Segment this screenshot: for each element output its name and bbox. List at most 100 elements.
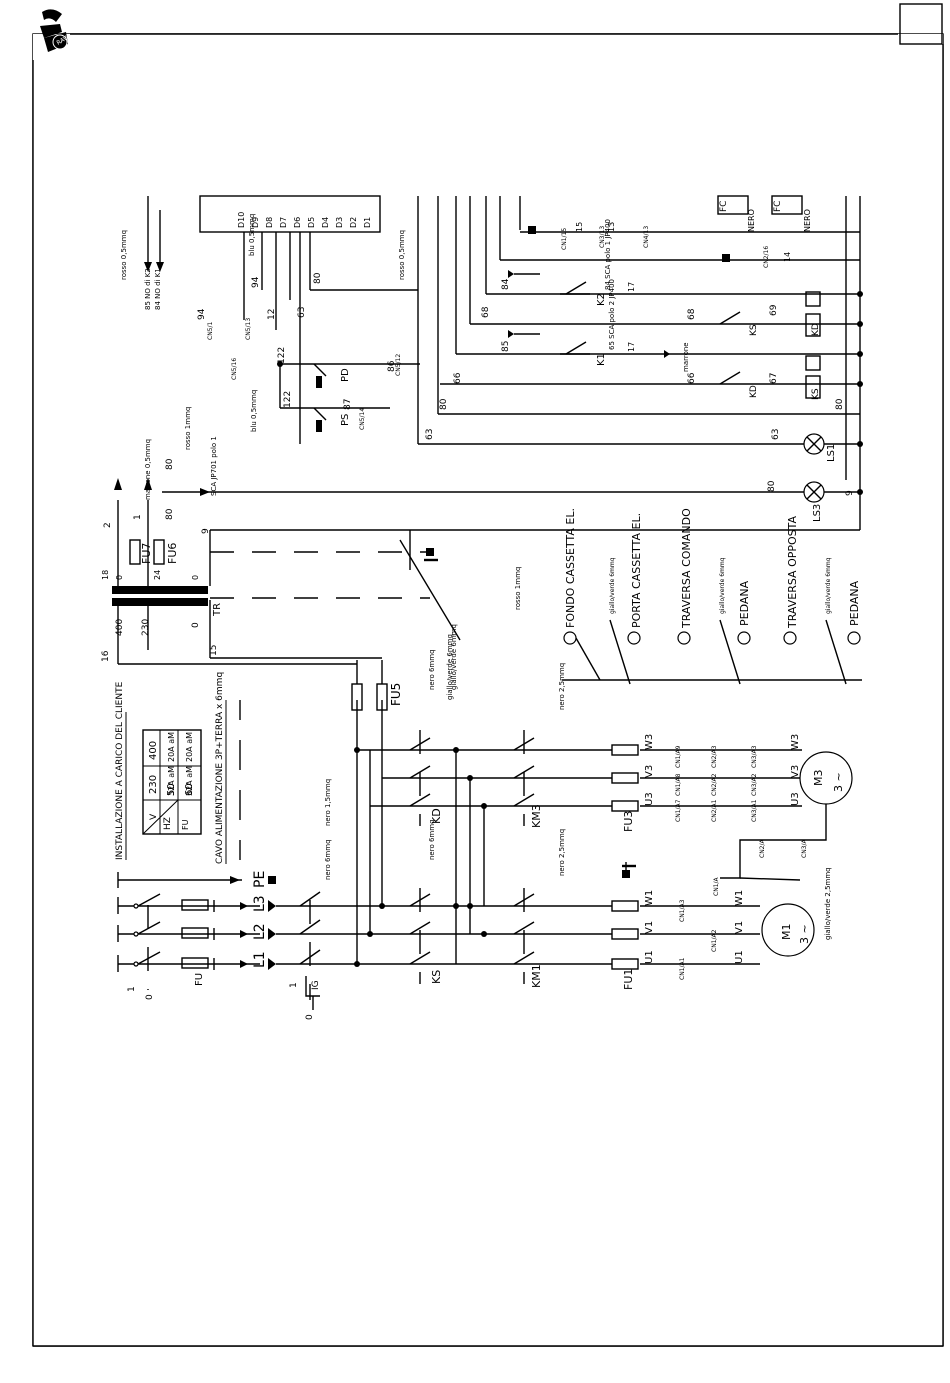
supply-cable-label: CAVO ALIMENTAZIONE 3P+TERRA x 6mmq bbox=[215, 672, 225, 864]
motor3-name: M3 bbox=[812, 770, 825, 787]
relay-k2: K2 bbox=[596, 293, 607, 306]
m1-cn-a2: CN1/A2 bbox=[711, 929, 718, 952]
ref-65-sca: 65 SCA polo 2 JP400 bbox=[608, 279, 616, 350]
table-fu-32a-1: 32A aM bbox=[167, 766, 176, 796]
motor3-terminal-v3: V3 bbox=[644, 765, 655, 778]
earth-section: CN1/A CN2/A CN3/A giallo/verde 2,5mmq bbox=[622, 804, 832, 940]
wire-label-marrone: marrone 0,5mmq bbox=[144, 439, 152, 500]
table-v-230: 230 bbox=[148, 775, 159, 794]
wire-69: 69 bbox=[769, 304, 779, 316]
power-bus: nero 1,5mmq nero 6mmq nero 6mmq giallo/v… bbox=[118, 634, 454, 967]
isolator-pos-0: 0 bbox=[305, 1014, 315, 1020]
tr-primary-15: 15 bbox=[209, 645, 219, 656]
wire-17b: 17 bbox=[627, 342, 636, 352]
wire-80b: 80 bbox=[835, 398, 845, 410]
wire-94b: 94 bbox=[251, 276, 261, 288]
pe-terminal-icon bbox=[268, 876, 276, 884]
earth-points: FONDO CASSETTA EL. PORTA CASSETTA EL. TR… bbox=[562, 508, 862, 685]
phase-label-l2: L2 bbox=[252, 923, 268, 940]
nero-label-1: NERO bbox=[747, 209, 756, 232]
coil-ks: KS bbox=[811, 388, 821, 400]
tb-d6: D6 bbox=[293, 217, 302, 228]
wire-label-rosso-1-2: rosso 1mmq bbox=[184, 407, 192, 450]
tb-d4: D4 bbox=[321, 217, 330, 228]
tr-secondary-0b: 0 bbox=[191, 575, 200, 580]
wire-84: 84 bbox=[501, 278, 511, 290]
contactor-ks-kd: KD KS bbox=[406, 730, 540, 984]
wire-14: 14 bbox=[783, 252, 792, 262]
relay-k1: K1 bbox=[596, 353, 607, 366]
transformer-tr: 16 400 230 0 15 TR 18 0 24 0 FU7 FU6 2 1… bbox=[101, 439, 522, 690]
wire-label-nero-6-3: nero 6mmq bbox=[428, 819, 436, 860]
motor3-terminal-u3: U3 bbox=[644, 792, 655, 806]
tr-primary-400: 400 bbox=[115, 619, 125, 636]
motor-m1: CN1/A1 CN1/A2 CN1/A3 U1 V1 W1 M1 3 ~ bbox=[640, 890, 815, 980]
wire-80c: 80 bbox=[767, 480, 777, 492]
supply-fuse-label: FU bbox=[194, 973, 205, 986]
wire-94: 94 bbox=[197, 308, 207, 320]
earth-point-traversa-comando: TRAVERSA COMANDO bbox=[680, 508, 693, 629]
supply-section: 1 0 FU L1 L2 L3 PE IG 1 0 ner bbox=[117, 839, 540, 1020]
contactor-km3-label: KM3 bbox=[530, 804, 543, 828]
wire-80d: 80 bbox=[165, 458, 175, 470]
nero-label-2: NERO bbox=[803, 209, 812, 232]
table-v-header: V bbox=[149, 813, 159, 820]
phase-label-l3: L3 bbox=[252, 895, 268, 912]
wire-63c: 63 bbox=[297, 307, 307, 318]
wire-63b: 63 bbox=[771, 429, 781, 440]
tr-primary-16: 16 bbox=[101, 650, 111, 662]
wire-label-rosso-1: rosso 1mmq bbox=[514, 567, 522, 610]
wire-9b: 9 bbox=[201, 528, 211, 534]
table-fu-20a-1: 20A aM bbox=[167, 732, 176, 762]
wire-15: 15 bbox=[575, 222, 584, 232]
lamp-ls3-label: LS3 bbox=[812, 504, 823, 522]
m1-cn-a1: CN1/A1 bbox=[679, 957, 686, 980]
fc-label-1: FC bbox=[719, 201, 729, 212]
earth-cn3: CN3/A bbox=[801, 838, 808, 858]
limit-switch-2 bbox=[771, 195, 803, 215]
tb-d10: D10 bbox=[237, 212, 246, 228]
earth-point-traversa-opposta: TRAVERSA OPPOSTA bbox=[786, 516, 799, 629]
cn4-13: CN4/13 bbox=[643, 226, 650, 248]
tr-secondary-18: 18 bbox=[101, 570, 110, 580]
table-hz-60: 60 bbox=[184, 783, 195, 796]
wire-67: 67 bbox=[769, 373, 779, 384]
m3-cn3-a2: CN3/A2 bbox=[751, 773, 758, 796]
wire-80: 80 bbox=[439, 398, 449, 410]
motor-m1-icon bbox=[761, 903, 815, 957]
motor-m3: CN1/A7 CN1/A8 CN1/A9 CN2/A1 CN2/A2 CN2/A… bbox=[640, 734, 853, 822]
page-frame bbox=[32, 3, 944, 1347]
wire-13: 13 bbox=[607, 222, 616, 232]
m3-cn-a7: CN1/A7 bbox=[675, 799, 682, 822]
m1-label-u1: U1 bbox=[734, 950, 745, 964]
ref-85-no-k2: 85 NO di K2 bbox=[144, 268, 152, 310]
cn5-13: CN5/13 bbox=[245, 318, 252, 340]
fuse-fu7-label: FU7 bbox=[140, 543, 153, 564]
button-ps: PS bbox=[340, 414, 351, 426]
cn5-16: CN5/16 bbox=[231, 358, 238, 380]
motor3-terminal-w3: W3 bbox=[644, 734, 655, 750]
m3-cn3-a1: CN3/A1 bbox=[751, 799, 758, 822]
button-pd: PD bbox=[340, 368, 351, 382]
wire-12: 12 bbox=[267, 309, 277, 320]
motor1-phase: 3 ~ bbox=[798, 924, 811, 944]
page-number-box bbox=[899, 3, 943, 45]
m1-cn-a3: CN1/A3 bbox=[679, 899, 686, 922]
wire-66: 66 bbox=[453, 372, 463, 384]
motor1-terminal-v1: V1 bbox=[644, 921, 655, 934]
wire-label-rosso-05-2: rosso 0,5mmq bbox=[398, 230, 406, 280]
m3-cn2-a3: CN2/A3 bbox=[711, 745, 718, 768]
wire-label-nero-25-1: nero 2,5mmq bbox=[558, 663, 566, 710]
wire-label-gv-6-2: giallo/verde 6mmq bbox=[450, 624, 458, 690]
switch-position-1: 1 bbox=[127, 986, 137, 992]
wire-80f: 80 bbox=[313, 272, 323, 284]
wire-label-nero-6-1: nero 6mmq bbox=[324, 839, 332, 880]
fc-label-2: FC bbox=[773, 201, 783, 212]
tb-d9: D9 bbox=[251, 217, 260, 228]
ref-marrone: marrone bbox=[682, 342, 690, 372]
client-install-title: INSTALLAZIONE A CARICO DEL CLIENTE bbox=[115, 681, 125, 860]
table-hz-header: HZ bbox=[163, 817, 173, 830]
wire-80e: 80 bbox=[165, 508, 175, 520]
control-circuit: 63 80 66 68 84 85 86 87 94 94 9 9 12 13 … bbox=[120, 195, 863, 534]
